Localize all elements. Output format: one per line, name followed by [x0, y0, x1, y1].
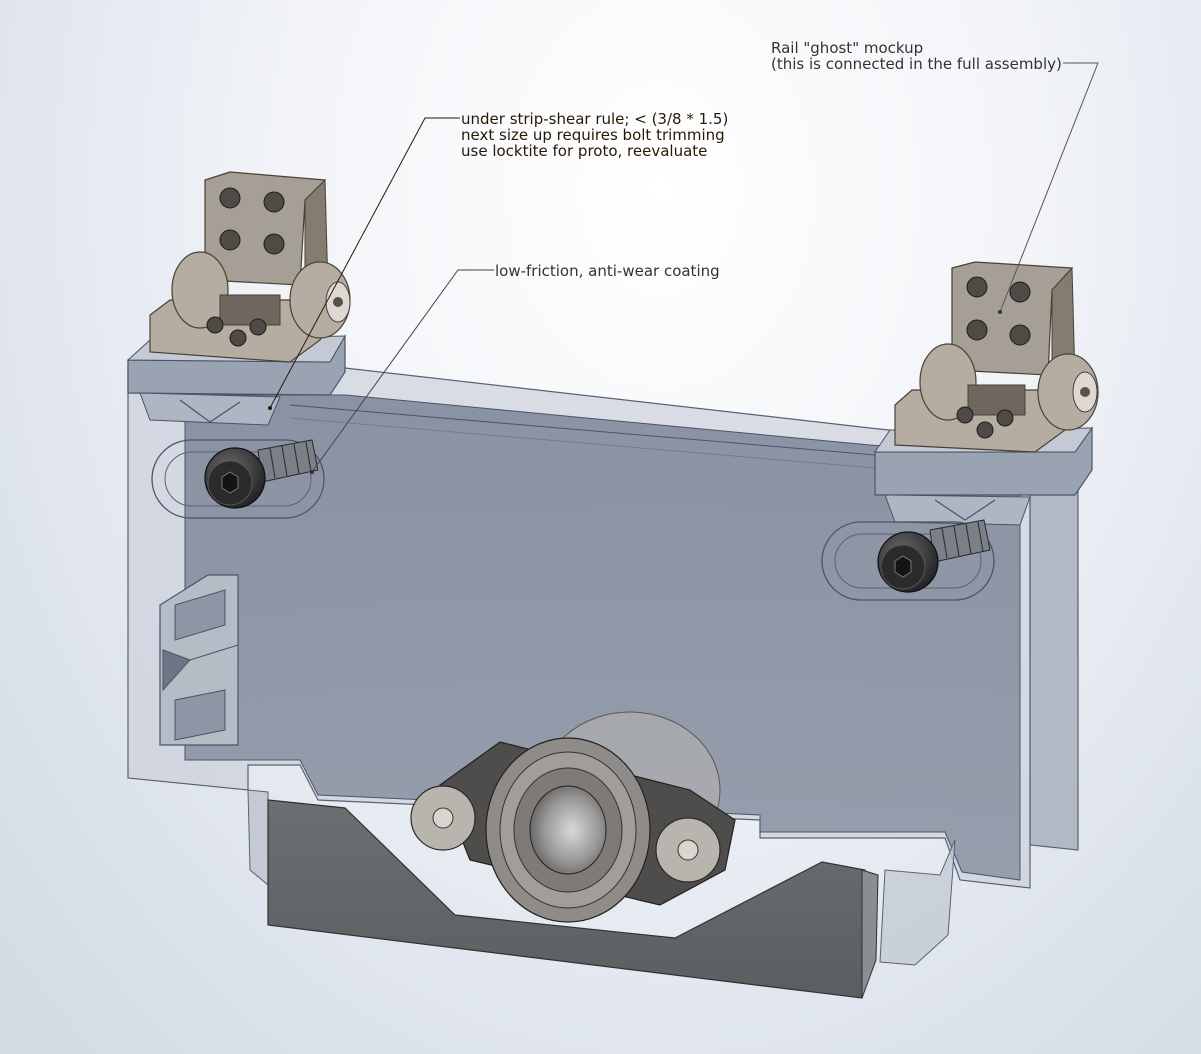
right-hinge-bracket-icon — [894, 261, 1099, 453]
left-bracket-knuckle-l — [171, 251, 229, 329]
annotation-strip-shear-line-3: use locktite for proto, reevaluate — [461, 142, 708, 160]
extrusion-slot-top — [174, 589, 226, 641]
extrusion-line — [189, 644, 239, 661]
annotation-strip-shear-line-1: under strip-shear rule; < (3/8 * 1.5) — [461, 110, 729, 128]
plate-lower-lip-left — [247, 789, 269, 887]
mounting-plate — [127, 364, 1079, 966]
leader-rail-ghost — [999, 62, 1099, 313]
annotation-strip-shear: under strip-shear rule; < (3/8 * 1.5) ne… — [461, 111, 728, 159]
guard-side-face — [861, 869, 879, 999]
right-rail-tslot-v — [934, 499, 996, 521]
guard-front-face — [267, 799, 866, 999]
left-bracket-block — [219, 294, 281, 326]
front-guard-plate — [267, 799, 879, 999]
left-hinge-bracket-icon — [149, 171, 351, 363]
left-bracket-nuts — [206, 187, 285, 347]
annotation-rail-ghost-line-1: Rail "ghost" mockup — [771, 39, 924, 57]
right-bracket-knuckle-l — [919, 343, 977, 421]
plate-right-edge — [1029, 469, 1079, 851]
plate-top-line-2 — [289, 417, 876, 469]
annotation-strip-shear-line-2: next size up requires bolt trimming — [461, 126, 725, 144]
right-bracket-nuts — [956, 276, 1031, 439]
left-rail-tslot — [139, 392, 281, 426]
plate-lower-lip-right — [879, 839, 956, 966]
left-rail-tslot-v — [179, 399, 241, 423]
leader-strip-shear — [269, 117, 460, 409]
right-bracket-block — [967, 384, 1026, 416]
plate-inner — [184, 394, 1021, 881]
annotation-coating: low-friction, anti-wear coating — [495, 263, 720, 279]
extrusion-slot-bottom — [174, 689, 226, 741]
annotation-rail-ghost: Rail "ghost" mockup (this is connected i… — [771, 40, 1062, 72]
right-rail-tslot — [884, 494, 1031, 526]
annotation-leaders — [268, 62, 1099, 474]
aluminum-extrusion-profile — [159, 574, 239, 746]
annotation-rail-ghost-line-2: (this is connected in the full assembly) — [771, 55, 1062, 73]
bearing-bore — [529, 785, 607, 875]
flange-bearing-icon — [410, 711, 736, 923]
leader-coating — [311, 269, 494, 473]
extrusion-notch — [162, 649, 191, 692]
annotation-coating-text: low-friction, anti-wear coating — [495, 262, 720, 280]
left-bolt-socket-head-cap-screw-icon — [204, 439, 319, 509]
right-bolt-socket-head-cap-screw-icon — [877, 519, 991, 593]
plate-top-line — [289, 404, 876, 456]
